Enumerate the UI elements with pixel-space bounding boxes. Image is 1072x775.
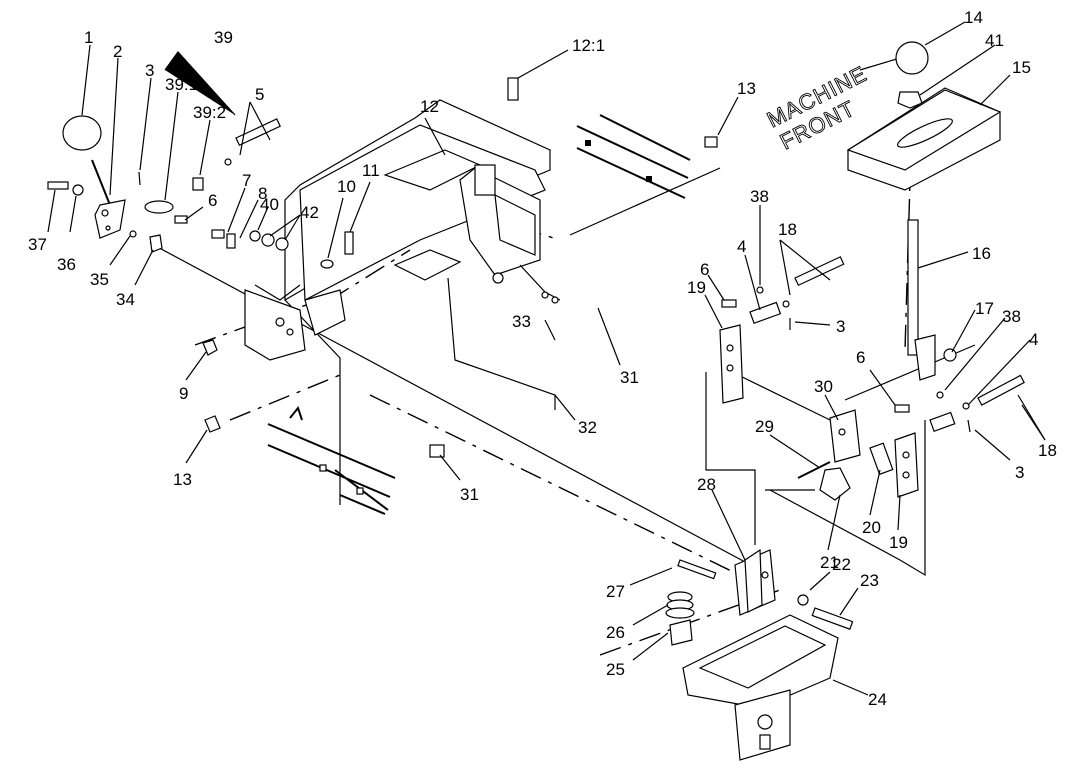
callout-labels: 1 2 3 39 39:1 39:2 5 37 36 35 34 6 7 8 4… <box>28 8 1057 709</box>
callout-6-lower: 6 <box>856 348 865 367</box>
callout-19-upper: 19 <box>687 278 706 297</box>
callout-9: 9 <box>179 384 188 403</box>
callout-37: 37 <box>28 235 47 254</box>
callout-3-upper: 3 <box>836 317 845 336</box>
main-frame-bracket <box>244 99 561 361</box>
callout-23: 23 <box>860 571 879 590</box>
callout-20: 20 <box>862 518 881 537</box>
machine-front-orientation: MACHINE FRONT <box>762 60 871 154</box>
callout-22: 22 <box>832 555 851 574</box>
bottom-assembly <box>665 548 854 761</box>
callout-12-1: 12:1 <box>572 36 605 55</box>
callout-39-1: 39:1 <box>165 75 198 94</box>
callout-7: 7 <box>242 171 251 190</box>
callout-29: 29 <box>755 417 774 436</box>
callout-39: 39 <box>214 28 233 47</box>
right-linkage <box>719 256 1025 501</box>
callout-17: 17 <box>975 299 994 318</box>
callout-39-2: 39:2 <box>193 103 226 122</box>
callout-14: 14 <box>964 8 983 27</box>
callout-3-lower: 3 <box>1015 463 1024 482</box>
callout-35: 35 <box>90 270 109 289</box>
callout-19-lower: 19 <box>889 533 908 552</box>
callout-33: 33 <box>512 312 531 331</box>
callout-38-upper: 38 <box>750 187 769 206</box>
callout-24: 24 <box>868 690 887 709</box>
callout-27: 27 <box>606 582 625 601</box>
callout-18-lower: 18 <box>1038 441 1057 460</box>
callout-42: 42 <box>300 203 319 222</box>
callout-31-right: 31 <box>620 368 639 387</box>
callout-11: 11 <box>362 161 380 180</box>
callout-16: 16 <box>972 244 991 263</box>
callout-13-left: 13 <box>173 470 192 489</box>
alignment-lines <box>149 114 976 656</box>
callout-2: 2 <box>113 42 122 61</box>
callout-1: 1 <box>84 28 93 47</box>
callout-15: 15 <box>1012 58 1031 77</box>
callout-30: 30 <box>814 377 833 396</box>
left-hardware <box>202 77 718 458</box>
callout-18-upper: 18 <box>778 220 797 239</box>
callout-28: 28 <box>697 475 716 494</box>
right-shift-knob-assembly <box>846 41 1002 381</box>
callout-34: 34 <box>116 290 135 309</box>
callout-8: 8 <box>258 184 267 203</box>
shift-lever-assembly <box>47 115 281 253</box>
callout-6-right: 6 <box>700 260 709 279</box>
callout-26: 26 <box>606 623 625 642</box>
callout-4-lower: 4 <box>1029 330 1038 349</box>
callout-31-left: 31 <box>460 485 479 504</box>
callout-21: 21 <box>820 553 839 572</box>
callout-32: 32 <box>578 418 597 437</box>
callout-6-left: 6 <box>208 191 217 210</box>
callout-10: 10 <box>337 177 356 196</box>
callout-4-upper: 4 <box>737 237 746 256</box>
callout-36: 36 <box>57 255 76 274</box>
callout-3: 3 <box>145 61 154 80</box>
callout-13-top: 13 <box>737 79 756 98</box>
callout-5: 5 <box>255 85 264 104</box>
floor-panel-lines <box>267 114 691 515</box>
callout-40: 40 <box>260 195 279 214</box>
callout-25: 25 <box>606 660 625 679</box>
callout-12: 12 <box>420 97 439 116</box>
callout-41: 41 <box>985 31 1004 50</box>
callout-38-lower: 38 <box>1002 307 1021 326</box>
leader-lines <box>47 21 1046 696</box>
